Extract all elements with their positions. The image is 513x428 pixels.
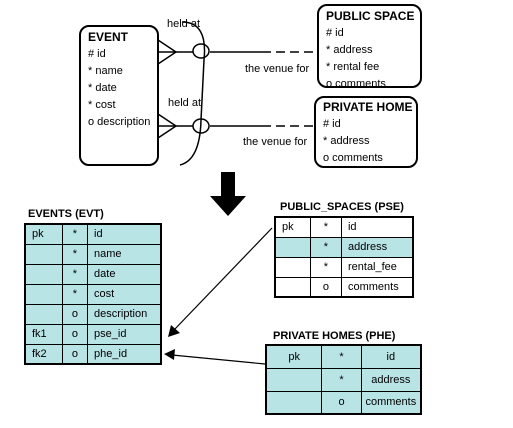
fk-arrow-private-homes — [164, 349, 266, 365]
events-cell-key — [24, 263, 63, 285]
events-cell-col: cost — [87, 283, 162, 305]
transform-arrow — [210, 172, 246, 216]
relationship-line-public-space — [157, 39, 318, 65]
entity-public-space-attr: * address — [326, 44, 373, 56]
public-spaces-cell-col: id — [340, 216, 414, 238]
events-row: *cost — [24, 283, 162, 305]
events-cell-opt: o — [61, 303, 89, 325]
events-cell-opt: * — [61, 283, 89, 305]
events-cell-key: fk2 — [24, 343, 63, 365]
private-homes-cell-opt: * — [321, 367, 362, 392]
events-cell-opt: o — [61, 323, 89, 345]
events-cell-opt: * — [61, 263, 89, 285]
fk-arrow-public-spaces — [168, 227, 273, 337]
public-spaces-row: pk*id — [274, 216, 414, 238]
events-cell-key — [24, 243, 63, 265]
private-homes-cell-key — [265, 367, 323, 392]
entity-event-attr: o description — [88, 116, 151, 128]
entity-event: EVENT # id * name * date * cost o descri… — [79, 25, 159, 166]
public-spaces-cell-col: rental_fee — [340, 256, 414, 278]
public-spaces-row: *rental_fee — [274, 256, 414, 278]
events-cell-col: pse_id — [87, 323, 162, 345]
events-row: *date — [24, 263, 162, 285]
events-cell-col: phe_id — [87, 343, 162, 365]
public-spaces-cell-key — [274, 256, 311, 278]
events-cell-col: description — [87, 303, 162, 325]
entity-private-home-title: PRIVATE HOME — [323, 100, 413, 114]
entity-event-attr: # id — [88, 48, 106, 60]
table-private-homes-caption: PRIVATE HOMES (PHE) — [273, 330, 396, 342]
private-homes-row: *address — [265, 367, 422, 392]
entity-private-home-attr: # id — [323, 118, 341, 130]
private-homes-cell-opt: o — [321, 390, 362, 415]
entity-public-space-attr: * rental fee — [326, 61, 380, 73]
entity-private-home: PRIVATE HOME # id * address o comments — [314, 96, 418, 168]
public-spaces-row: *address — [274, 236, 414, 258]
entity-public-space-attr: o comments — [326, 78, 386, 90]
public-spaces-cell-key — [274, 236, 311, 258]
events-cell-opt: o — [61, 343, 89, 365]
label-venue-for-top: the venue for — [245, 63, 310, 75]
entity-event-attr: * cost — [88, 99, 116, 111]
events-cell-opt: * — [61, 243, 89, 265]
public-spaces-cell-key: pk — [274, 216, 311, 238]
entity-event-attr: * name — [88, 65, 123, 77]
entity-event-title: EVENT — [88, 30, 129, 44]
events-cell-key — [24, 283, 63, 305]
events-cell-key — [24, 303, 63, 325]
label-held-at-top: held at — [167, 18, 201, 30]
private-homes-cell-col: address — [360, 367, 422, 392]
private-homes-cell-col: comments — [360, 390, 422, 415]
public-spaces-cell-opt: * — [309, 236, 342, 258]
entity-private-home-attr: * address — [323, 135, 370, 147]
relationship-line-private-home — [157, 113, 318, 139]
private-homes-row: pk*id — [265, 344, 422, 369]
public-spaces-cell-key — [274, 276, 311, 298]
events-row: *name — [24, 243, 162, 265]
public-spaces-cell-opt: * — [309, 216, 342, 238]
events-cell-col: date — [87, 263, 162, 285]
public-spaces-cell-col: address — [340, 236, 414, 258]
entity-public-space-title: PUBLIC SPACE — [326, 9, 415, 23]
private-homes-cell-key — [265, 390, 323, 415]
private-homes-cell-key: pk — [265, 344, 323, 369]
events-row: pk*id — [24, 223, 162, 245]
entity-public-space: PUBLIC SPACE # id * address * rental fee… — [317, 4, 422, 90]
label-venue-for-bottom: the venue for — [243, 136, 308, 148]
table-public-spaces-caption: PUBLIC_SPACES (PSE) — [280, 201, 404, 213]
entity-private-home-attr: o comments — [323, 152, 383, 164]
events-cell-col: name — [87, 243, 162, 265]
public-spaces-cell-opt: o — [309, 276, 342, 298]
entity-event-attr: * date — [88, 82, 117, 94]
private-homes-cell-col: id — [360, 344, 422, 369]
public-spaces-cell-opt: * — [309, 256, 342, 278]
private-homes-cell-opt: * — [321, 344, 362, 369]
events-cell-col: id — [87, 223, 162, 245]
public-spaces-cell-col: comments — [340, 276, 414, 298]
events-cell-key: pk — [24, 223, 63, 245]
label-held-at-bottom: held at — [168, 97, 202, 109]
events-cell-key: fk1 — [24, 323, 63, 345]
table-events-caption: EVENTS (EVT) — [28, 208, 104, 220]
arc-exclusive — [179, 21, 206, 166]
events-cell-opt: * — [61, 223, 89, 245]
entity-public-space-attr: # id — [326, 27, 344, 39]
